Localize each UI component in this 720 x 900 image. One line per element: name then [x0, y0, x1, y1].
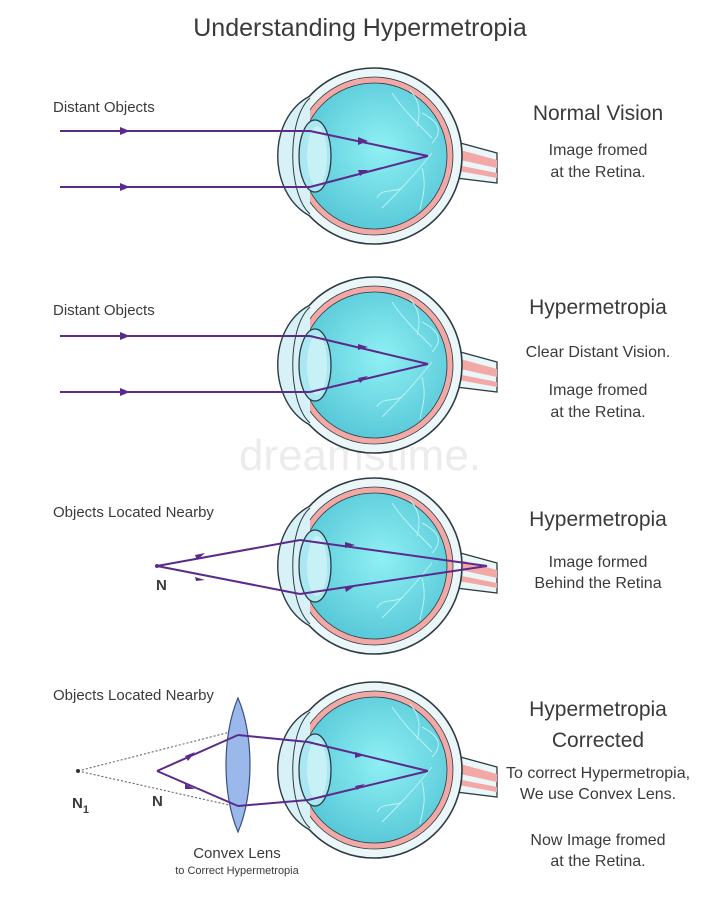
- convex-lens: [225, 696, 251, 834]
- eye-diagram: [276, 276, 498, 454]
- point-label-n1: N1: [72, 795, 89, 816]
- panel-text-line: To correct Hypermetropia,: [506, 765, 690, 782]
- left-label: Objects Located Nearby: [53, 504, 214, 521]
- panel-heading: Hypermetropia: [529, 296, 667, 319]
- panel-hypermetropia-corrected: Objects Located Nearby N1 N Convex Lens …: [53, 681, 690, 877]
- left-label: Distant Objects: [53, 302, 155, 319]
- panel-heading-line2: Corrected: [552, 729, 644, 752]
- light-rays: [156, 539, 488, 595]
- lens-label: Convex Lens: [193, 845, 281, 862]
- panel-text-line: Image fromed: [549, 142, 648, 159]
- point-label-n: N: [152, 793, 163, 810]
- panel-text-line: Behind the Retina: [534, 575, 661, 592]
- page-title: Understanding Hypermetropia: [193, 14, 527, 42]
- panel-hypermetropia-distant: Distant Objects Hypermetropia Clear Dist…: [53, 276, 671, 454]
- object-point: [155, 564, 159, 568]
- lens-sublabel: to Correct Hypermetropia: [175, 865, 299, 877]
- light-rays: [60, 335, 429, 393]
- panel-text-line: We use Convex Lens.: [520, 786, 676, 803]
- light-rays: [156, 734, 429, 807]
- panel-heading: Hypermetropia: [529, 698, 667, 721]
- panel-heading: Hypermetropia: [529, 508, 667, 531]
- virtual-point: [76, 769, 80, 773]
- eye-diagram: [276, 681, 498, 859]
- left-label: Distant Objects: [53, 99, 155, 116]
- panel-text-line: Image formed: [549, 554, 648, 571]
- eye-diagram: [276, 477, 498, 655]
- panel-text-line: Image fromed: [549, 382, 648, 399]
- panel-text-line: at the Retina.: [550, 404, 645, 421]
- panel-text-line: at the Retina.: [550, 164, 645, 181]
- panel-hypermetropia-nearby: Objects Located Nearby N Hypermetropia I…: [53, 477, 667, 655]
- light-rays: [60, 130, 429, 188]
- left-label: Objects Located Nearby: [53, 687, 214, 704]
- point-label-n: N: [156, 577, 167, 594]
- panel-normal-vision: Distant Objects Normal Vision Image from…: [53, 67, 663, 245]
- panel-text-line: Now Image fromed: [530, 832, 665, 849]
- virtual-rays: [77, 729, 239, 808]
- panel-text-line: at the Retina.: [550, 853, 645, 870]
- eye-diagram: [276, 67, 498, 245]
- panel-heading: Normal Vision: [533, 102, 663, 125]
- panel-text-line: Clear Distant Vision.: [526, 344, 671, 361]
